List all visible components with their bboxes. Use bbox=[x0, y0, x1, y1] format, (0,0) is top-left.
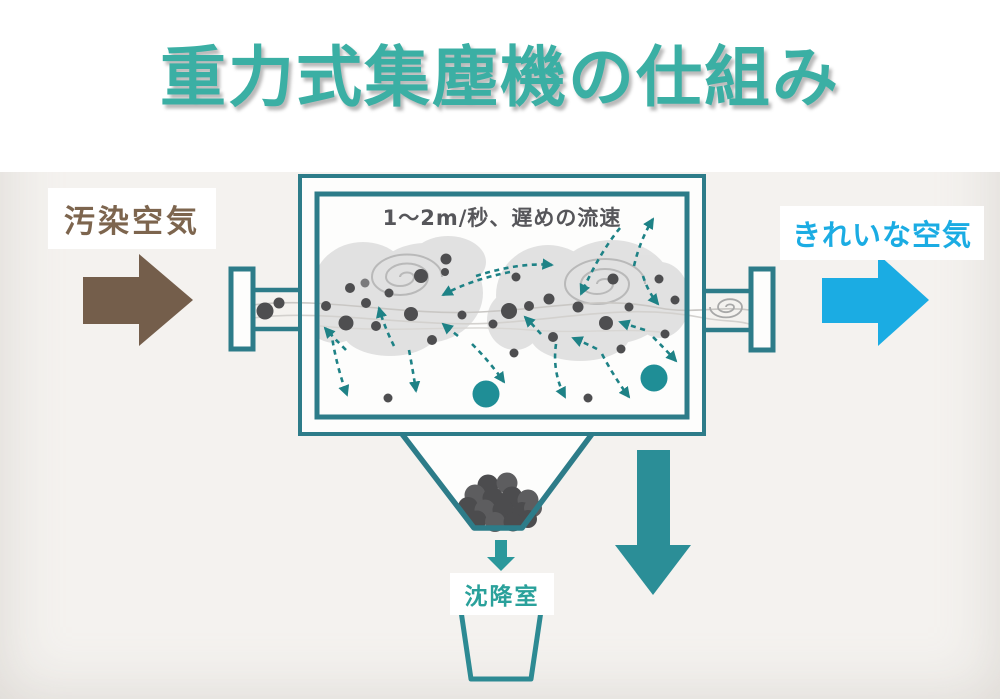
inlet-duct bbox=[228, 266, 300, 352]
coarse-particle-teal bbox=[640, 364, 668, 392]
coarse-particle-teal bbox=[472, 380, 500, 408]
hopper-outline bbox=[399, 432, 595, 531]
clean-air-label: きれいな空気 bbox=[780, 206, 985, 260]
vortex-spiral-right bbox=[563, 258, 646, 305]
vortex-spiral-left bbox=[370, 253, 443, 296]
inlet-flange bbox=[228, 266, 256, 352]
dirty-air-arrow-icon bbox=[83, 254, 193, 346]
flow-speed-label: 1～2m/秒、遅めの流速 bbox=[382, 206, 622, 230]
title-band bbox=[0, 0, 1000, 172]
chamber-walls bbox=[298, 174, 706, 436]
clean-air-arrow-icon bbox=[822, 254, 929, 346]
settling-bucket bbox=[458, 608, 544, 682]
inlet-particle bbox=[256, 302, 274, 320]
dirty-air-label: 汚染空気 bbox=[48, 188, 216, 249]
dust-particles bbox=[256, 253, 680, 408]
outlet-flange bbox=[748, 266, 776, 353]
settling-flow-arrows bbox=[323, 217, 678, 399]
settling-chamber-label: 沈降室 bbox=[450, 573, 554, 615]
page-title: 重力式集塵機の仕組み bbox=[160, 39, 840, 116]
outlet-vortex-icon bbox=[709, 298, 743, 319]
inlet-particle bbox=[273, 297, 285, 309]
gravity-down-arrow-icon bbox=[615, 450, 691, 595]
hopper-outlet-arrow-icon bbox=[487, 540, 515, 571]
outlet-duct bbox=[703, 266, 776, 353]
